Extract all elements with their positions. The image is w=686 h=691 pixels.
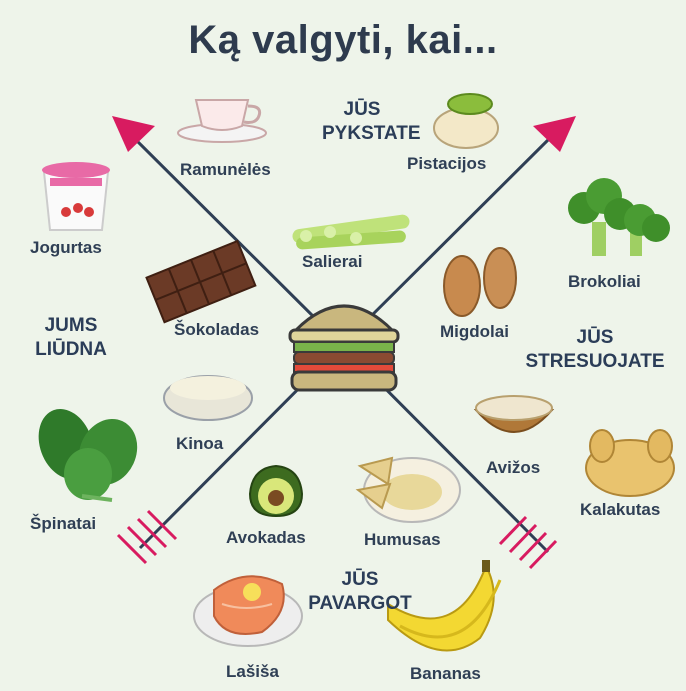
label-ramuneles: Ramunėlės [180,160,271,179]
mood-stressed-line2: STRESUOJATE [525,351,665,372]
yogurt-icon [42,162,110,231]
mood-tired-line1: JŪS [341,569,379,590]
mood-angry-line1: JŪS [343,99,381,120]
label-humusas: Humusas [364,530,441,549]
spinach-icon [38,409,138,502]
avocado-icon [248,464,304,518]
quinoa-icon [163,375,253,421]
arrow-up-left [112,116,344,347]
mood-tired: JŪS PAVARGOT [300,568,420,616]
pistachio-icon [433,93,499,149]
teacup-icon [177,99,267,143]
chocolate-icon [145,239,257,324]
mood-sad: JUMS LIŪDNA [16,314,126,362]
mood-stressed-line1: JŪS [576,327,614,348]
label-spinatai: Špinatai [30,514,97,533]
label-pistacijos: Pistacijos [407,154,487,173]
banana-icon [387,560,502,652]
celery-icon [292,214,410,250]
page-title: Ką valgyti, kai... [188,18,498,62]
label-jogurtas: Jogurtas [30,238,102,257]
label-brokoliai: Brokoliai [568,272,641,291]
mood-angry: JŪS PYKSTATE [322,98,421,146]
burger-icon [288,304,400,392]
turkey-icon [585,429,675,497]
mood-angry-line2: PYKSTATE [322,123,421,144]
label-lasisa: Lašiša [226,662,279,681]
mood-tired-line2: PAVARGOT [308,593,412,614]
label-avokadas: Avokadas [226,528,306,547]
label-migdolai: Migdolai [440,322,509,341]
label-bananas: Bananas [410,664,481,683]
label-kalakutas: Kalakutas [580,500,661,519]
broccoli-icon [568,178,670,256]
almond-icon [443,247,517,317]
hummus-icon [355,456,461,523]
oats-icon [473,395,555,433]
label-salierai: Salierai [302,252,363,271]
mood-sad-line2: LIŪDNA [35,339,107,360]
label-sokoladas: Šokoladas [174,320,260,339]
salmon-icon [193,575,303,647]
mood-sad-line1: JUMS [44,315,98,336]
arrow-up-right [340,116,576,347]
mood-stressed: JŪS STRESUOJATE [515,326,675,374]
label-avizos: Avižos [486,458,541,477]
label-kinoa: Kinoa [176,434,224,453]
